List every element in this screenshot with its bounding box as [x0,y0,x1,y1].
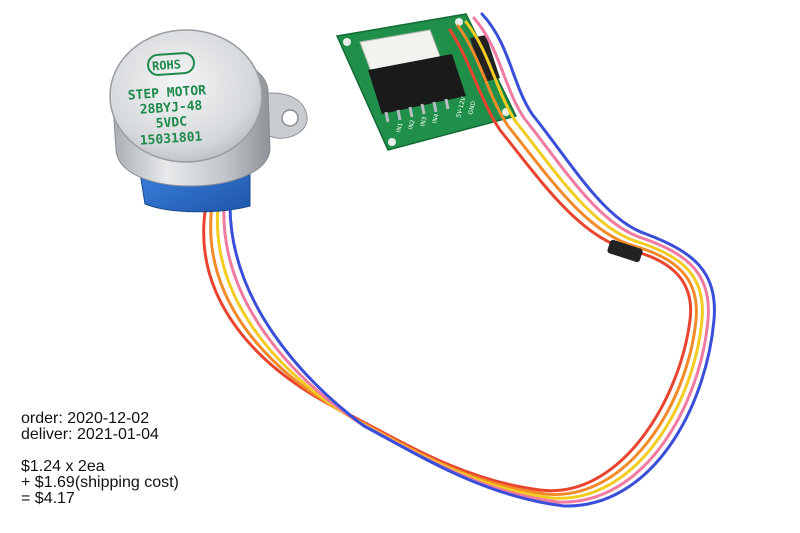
wire-blue [228,12,716,508]
wire-sleeve [607,239,643,263]
driver-chip [368,54,466,114]
driver-board: IN1 IN2 IN3 IN4 5V-12V GND [335,13,518,151]
rohs-badge-text: ROHS [152,57,182,73]
unit-price: $1.24 x 2ea [21,458,105,475]
pin-label: IN3 [419,116,428,128]
motor-label-line3: 5VDC [155,115,187,132]
motor-label-line4: 15031801 [139,129,203,148]
wire-pink [222,16,710,504]
spacer [21,443,179,459]
rohs-badge [147,52,195,76]
pin-label: IN2 [407,119,416,131]
deliver-date: deliver: 2021-01-04 [21,426,159,443]
pin-label: IN1 [395,122,404,134]
pin-label: IN4 [431,113,440,125]
motor-label-line2: 28BYJ-48 [139,98,203,117]
wire-yellow [215,20,704,500]
stepper-motor: ROHS STEP MOTOR 28BYJ-48 5VDC 15031801 [109,29,308,213]
pin-label: GND [467,100,477,115]
wire-bundle [202,12,716,508]
order-date: order: 2020-12-02 [21,410,150,427]
shipping-cost: + $1.69(shipping cost) [21,474,179,491]
order-info: order: 2020-12-02 deliver: 2021-01-04 $1… [21,411,179,507]
motor-label-line1: STEP MOTOR [127,83,206,103]
total-price: = $4.17 [21,490,75,507]
